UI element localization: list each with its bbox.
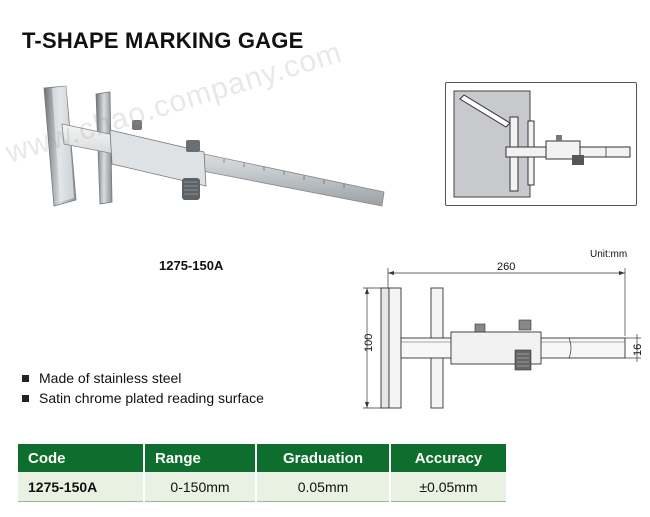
table-row: 1275-150A 0-150mm 0.05mm ±0.05mm: [18, 472, 506, 502]
col-header-graduation: Graduation: [256, 444, 391, 472]
cell-graduation: 0.05mm: [256, 472, 391, 502]
feature-text: Satin chrome plated reading surface: [39, 390, 264, 406]
dimension-height: 100: [363, 334, 375, 352]
dimension-thickness: 16: [632, 344, 644, 356]
feature-text: Made of stainless steel: [39, 370, 182, 386]
spec-table-header-row: Code Range Graduation Accuracy: [18, 444, 506, 472]
cell-code: 1275-150A: [18, 472, 145, 502]
col-header-range: Range: [144, 444, 257, 472]
unit-label: Unit:mm: [590, 249, 628, 260]
cell-range: 0-150mm: [144, 472, 257, 502]
bullet-square-icon: [22, 374, 29, 382]
product-model-caption: 1275-150A: [159, 258, 224, 273]
cell-accuracy: ±0.05mm: [390, 472, 506, 502]
usage-illustration: [445, 82, 637, 206]
spec-table: Code Range Graduation Accuracy 1275-150A…: [18, 444, 506, 502]
feature-item: Satin chrome plated reading surface: [22, 388, 264, 408]
product-photo: [43, 85, 385, 207]
dimension-length: 260: [497, 261, 515, 273]
feature-item: Made of stainless steel: [22, 368, 264, 388]
technical-drawing: 260 100 16: [363, 261, 644, 409]
col-header-code: Code: [18, 444, 145, 472]
bullet-square-icon: [22, 394, 29, 402]
feature-list: Made of stainless steel Satin chrome pla…: [22, 368, 264, 408]
page-title: T-SHAPE MARKING GAGE: [22, 28, 304, 53]
col-header-accuracy: Accuracy: [390, 444, 506, 472]
